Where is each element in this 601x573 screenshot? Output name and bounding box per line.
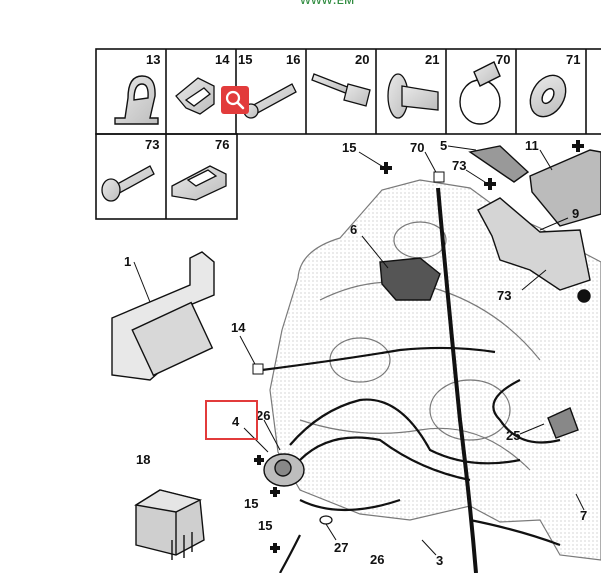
part-25-sensor: [547, 407, 579, 439]
callout-26-lower: 26: [370, 552, 384, 567]
callout-markers: [252, 171, 445, 375]
callout-5: 5: [440, 138, 447, 153]
part-9-mount: [477, 197, 591, 303]
transmission-housing: [269, 179, 601, 561]
callout-15-mid: 15: [244, 496, 258, 511]
callout-7: 7: [580, 508, 587, 523]
part-cable-tie: [459, 61, 501, 125]
wiring-harness: [261, 346, 561, 573]
callout-14: 14: [231, 320, 246, 335]
callout-6: 6: [350, 222, 357, 237]
grid-label-70: 70: [496, 52, 510, 67]
part-6-sensor: [379, 257, 441, 301]
callout-15-lower: 15: [258, 518, 272, 533]
grid-label-14: 14: [215, 52, 230, 67]
callout-4: 4: [232, 414, 240, 429]
part-screw-73: [101, 165, 155, 202]
grid-label-15: 15: [238, 52, 252, 67]
callout-18: 18: [136, 452, 150, 467]
callout-73-lower: 73: [497, 288, 511, 303]
callout-9: 9: [572, 206, 579, 221]
highlight-box-part-4: [205, 400, 258, 440]
callout-26-upper: 26: [256, 408, 270, 423]
grid-label-16: 16: [286, 52, 300, 67]
part-27-ring: [319, 515, 333, 525]
part-bolt-15: [243, 83, 297, 119]
callout-70: 70: [410, 140, 424, 155]
magnifier-icon: [225, 90, 245, 110]
callout-25: 25: [506, 428, 520, 443]
callout-11: 11: [525, 138, 539, 153]
callout-1: 1: [124, 254, 131, 269]
part-1-bracket: [111, 251, 215, 381]
grid-label-21: 21: [425, 52, 439, 67]
top-link-text[interactable]: ᴡᴡᴡ.ᴇᴍ: [300, 0, 354, 8]
grid-label-13: 13: [146, 52, 160, 67]
grid-label-71: 71: [566, 52, 580, 67]
part-5-bracket: [468, 145, 530, 183]
zoom-button[interactable]: [221, 86, 249, 114]
leader-lines: [133, 145, 585, 556]
parts-grid: [95, 48, 601, 220]
callout-27: 27: [334, 540, 348, 555]
callout-15-top: 15: [342, 140, 356, 155]
part-clip: [175, 77, 215, 115]
part-11-bracket: [529, 149, 601, 227]
part-washer: [529, 74, 567, 118]
part-stud-20: [311, 73, 371, 107]
grid-label-76: 76: [215, 137, 229, 152]
cable-70: [436, 187, 478, 573]
callout-73-upper: 73: [452, 158, 466, 173]
callout-3: 3: [436, 553, 443, 568]
grid-label-73: 73: [145, 137, 159, 152]
grid-label-20: 20: [355, 52, 369, 67]
part-4-actuator: [263, 453, 305, 487]
part-18-relay: [134, 489, 205, 560]
cross-markers: [254, 140, 584, 553]
part-plug-21: [387, 73, 439, 119]
part-clamp: [114, 75, 159, 125]
part-bracket-clip: [171, 165, 227, 201]
